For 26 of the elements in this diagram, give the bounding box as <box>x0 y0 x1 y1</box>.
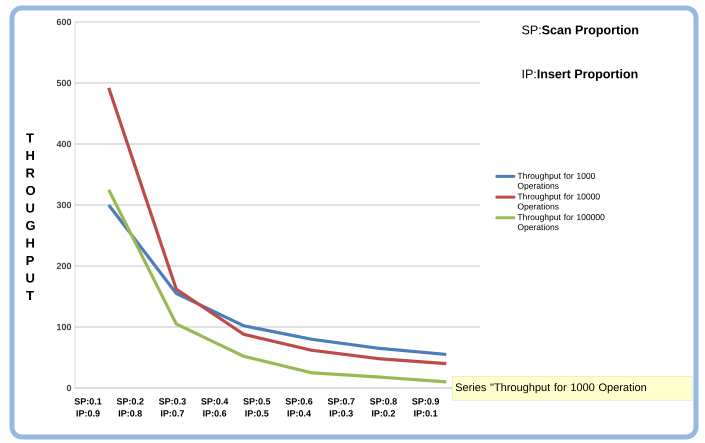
y-tick-label: 400 <box>56 140 72 148</box>
legend-note: IP:Insert Proportion <box>522 69 638 81</box>
legend-note: SP:Scan Proportion <box>522 25 638 37</box>
y-tick-label: 500 <box>56 80 72 86</box>
text: T H R O U G H P U T <box>26 134 36 300</box>
line-series <box>107 188 448 384</box>
tick-label: SP:0.7 IP:0.3 <box>328 398 355 417</box>
tick-label: SP:0.5 IP:0.5 <box>243 398 270 417</box>
y-tick-label: 0 <box>66 384 72 392</box>
tick-label: SP:0.8 IP:0.2 <box>370 398 397 417</box>
tooltip: Series "Throughput for 1000 Operation <box>452 376 692 400</box>
line-series <box>107 86 448 366</box>
tick-label: SP:0.3 IP:0.7 <box>158 398 186 417</box>
line-series <box>107 203 448 356</box>
tick-label: SP:0.6 IP:0.4 <box>286 398 312 417</box>
tick-label: SP:0.9 IP:0.1 <box>412 398 440 417</box>
tick-label: SP:0.4 IP:0.6 <box>201 398 228 417</box>
tick-label: SP:0.2 IP:0.8 <box>116 398 144 417</box>
legend-label: Throughput for 10000 Operations <box>518 193 600 212</box>
tick-label: SP:0.1 IP:0.9 <box>74 398 102 417</box>
legend-label: Throughput for 1000 Operations <box>518 172 596 191</box>
y-tick-label: 200 <box>56 262 72 270</box>
y-tick-label: 300 <box>56 202 72 208</box>
legend-label: Throughput for 100000 Operations <box>518 214 604 232</box>
y-tick-label: 100 <box>57 324 72 330</box>
y-tick-label: 600 <box>56 18 72 26</box>
